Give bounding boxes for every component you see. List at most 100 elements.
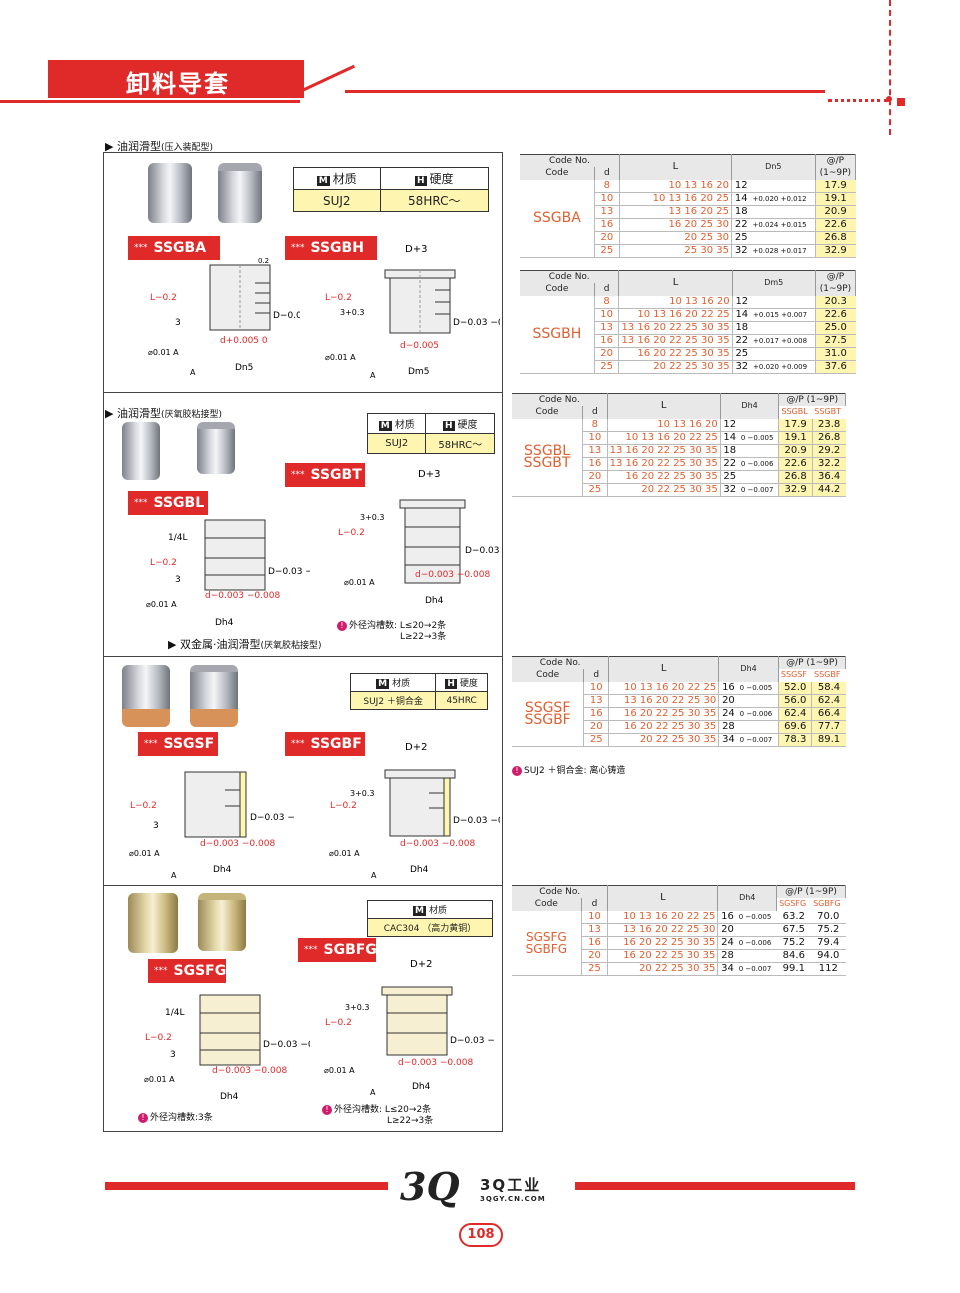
section-title: ▶ 油润滑型(厌氧胶粘接型) xyxy=(105,407,222,420)
svg-text:⌀0.01 A: ⌀0.01 A xyxy=(146,600,177,609)
svg-text:A: A xyxy=(171,871,177,880)
product-panel xyxy=(103,152,503,1132)
header-rule-right xyxy=(345,90,825,93)
brand-url: 3QGY.CN.COM xyxy=(480,1195,546,1203)
svg-text:d−0.003 −0.008: d−0.003 −0.008 xyxy=(400,839,475,849)
product-image-ssgbl xyxy=(122,422,160,480)
svg-text:L−0.2: L−0.2 xyxy=(338,528,365,538)
svg-text:L−0.2: L−0.2 xyxy=(130,801,157,811)
svg-text:L−0.2: L−0.2 xyxy=(330,801,357,811)
product-badge: ***SSGBF xyxy=(285,732,365,756)
groove-note-2: L≥22→3条 xyxy=(387,1116,434,1126)
page-title: 卸料导套 xyxy=(48,60,304,98)
drawing-ssgba: L−0.2 3 D−0.03 −0.05 d+0.005 0 ⌀0.01 A A… xyxy=(148,257,300,377)
section-divider xyxy=(103,656,503,657)
svg-text:Dm5: Dm5 xyxy=(408,367,429,377)
section-divider xyxy=(103,392,503,393)
product-badge: ***SSGBH xyxy=(285,236,377,260)
drawing-sgsfg: 1/4L L−0.2 3 D−0.03 −0.05 d−0.003 −0.008… xyxy=(144,994,310,1102)
svg-text:D−0.03 −0.05: D−0.03 −0.05 xyxy=(263,1040,310,1050)
svg-text:D−0.03 −0.05: D−0.03 −0.05 xyxy=(453,318,500,328)
drawing-ssgbt: D+3 L−0.2 3+0.3 D−0.03 −0.05 d−0.003 −0.… xyxy=(338,469,500,606)
svg-text:D−0.03 −0.05: D−0.03 −0.05 xyxy=(273,311,300,321)
svg-text:0.2: 0.2 xyxy=(258,257,269,265)
svg-text:D−0.03 −0.05: D−0.03 −0.05 xyxy=(453,816,500,826)
svg-text:Dh4: Dh4 xyxy=(412,1082,431,1092)
product-badge: ***SSGBA xyxy=(128,236,220,260)
svg-text:Dh4: Dh4 xyxy=(213,865,232,875)
svg-text:⌀0.01 A: ⌀0.01 A xyxy=(325,353,356,362)
groove-note: !外径沟槽数:3条 xyxy=(138,1110,213,1123)
svg-text:⌀0.01 A: ⌀0.01 A xyxy=(324,1066,355,1075)
svg-text:3+0.3: 3+0.3 xyxy=(345,1003,370,1012)
header-square xyxy=(897,98,905,106)
svg-text:D−0.03 −0.05: D−0.03 −0.05 xyxy=(465,546,500,556)
svg-text:A: A xyxy=(370,1088,376,1097)
svg-text:d+0.005 0: d+0.005 0 xyxy=(220,336,268,346)
svg-text:A: A xyxy=(371,871,377,880)
svg-text:L−0.2: L−0.2 xyxy=(150,293,177,303)
product-image-ssgba xyxy=(148,163,192,223)
brand-name: 3Q工业 xyxy=(480,1176,542,1194)
product-image-ssgbh xyxy=(218,163,262,223)
svg-text:A: A xyxy=(370,371,376,380)
svg-text:Dh4: Dh4 xyxy=(410,865,429,875)
product-image-ssgsf xyxy=(122,665,170,727)
product-badge: ***SSGBL xyxy=(128,491,208,515)
drawing-ssgbl: 1/4L L−0.2 3 D−0.03 −0.05 d−0.003 −0.008… xyxy=(146,519,310,628)
svg-text:⌀0.01 A: ⌀0.01 A xyxy=(344,578,375,587)
svg-text:3Q: 3Q xyxy=(400,1164,460,1209)
svg-text:⌀0.01 A: ⌀0.01 A xyxy=(144,1075,175,1084)
section-title: ▶ 双金属·油润滑型(厌氧胶粘接型) xyxy=(168,638,322,651)
drawing-ssgsf: L−0.2 3 D−0.03 −0.05 d−0.003 −0.008 ⌀0.0… xyxy=(129,771,295,880)
brand-logo: 3Q xyxy=(395,1160,485,1210)
svg-text:⌀0.01 A: ⌀0.01 A xyxy=(329,849,360,858)
svg-text:Dh4: Dh4 xyxy=(215,618,234,628)
section-divider xyxy=(103,885,503,886)
svg-text:3: 3 xyxy=(153,821,159,831)
svg-text:A: A xyxy=(190,368,196,377)
svg-text:d−0.003 −0.008: d−0.003 −0.008 xyxy=(212,1066,287,1076)
product-image-sgsfg xyxy=(128,893,178,953)
product-badge: ***SGBFG xyxy=(298,938,377,962)
section-title: ▶ 油润滑型(压入装配型) xyxy=(105,140,213,153)
svg-text:D+2: D+2 xyxy=(405,742,427,753)
svg-text:d−0.003 −0.008: d−0.003 −0.008 xyxy=(398,1058,473,1068)
svg-text:3+0.3: 3+0.3 xyxy=(350,789,375,798)
product-image-sgbfg xyxy=(198,893,246,951)
svg-text:Dh4: Dh4 xyxy=(425,596,444,606)
svg-text:⌀0.01 A: ⌀0.01 A xyxy=(148,348,179,357)
svg-text:3: 3 xyxy=(175,575,181,585)
drawing-sgbfg: D+2 L−0.2 3+0.3 D−0.03 −0.05 d−0.003 −0.… xyxy=(324,959,495,1097)
svg-text:3: 3 xyxy=(170,1050,176,1060)
svg-text:d−0.003 −0.008: d−0.003 −0.008 xyxy=(415,570,490,580)
product-image-ssgbf xyxy=(190,665,238,727)
groove-note: !外径沟槽数: L≤20→2条 xyxy=(337,618,446,631)
footer-bar-right xyxy=(575,1182,855,1190)
svg-text:1/4L: 1/4L xyxy=(165,1008,185,1018)
header-dotted-rule xyxy=(828,99,888,102)
svg-text:Dn5: Dn5 xyxy=(235,363,253,373)
svg-text:⌀0.01 A: ⌀0.01 A xyxy=(129,849,160,858)
material-note: !SUJ2 ＋铜合金: 离心铸造 xyxy=(512,763,625,776)
svg-text:L−0.2: L−0.2 xyxy=(325,1018,352,1028)
svg-text:D+2: D+2 xyxy=(410,959,432,970)
drawing-ssgbf: D+2 L−0.2 3+0.3 D−0.03 −0.05 d−0.003 −0.… xyxy=(329,742,500,880)
header-rule-slope xyxy=(299,64,356,93)
svg-text:d−0.003 −0.008: d−0.003 −0.008 xyxy=(200,839,275,849)
page-number: 108 xyxy=(459,1223,503,1247)
groove-note-2: L≥22→3条 xyxy=(400,632,447,642)
svg-text:D+3: D+3 xyxy=(405,244,427,255)
svg-text:1/4L: 1/4L xyxy=(168,533,188,543)
svg-text:D+3: D+3 xyxy=(418,469,440,480)
svg-text:L−0.2: L−0.2 xyxy=(150,558,177,568)
svg-text:D−0.03 −0.05: D−0.03 −0.05 xyxy=(450,1036,495,1046)
svg-text:L−0.2: L−0.2 xyxy=(145,1033,172,1043)
product-badge: ***SSGSF xyxy=(138,732,218,756)
drawing-ssgbh: D+3 L−0.2 3+0.3 D−0.03 −0.05 d−0.005 ⌀0.… xyxy=(325,244,500,380)
